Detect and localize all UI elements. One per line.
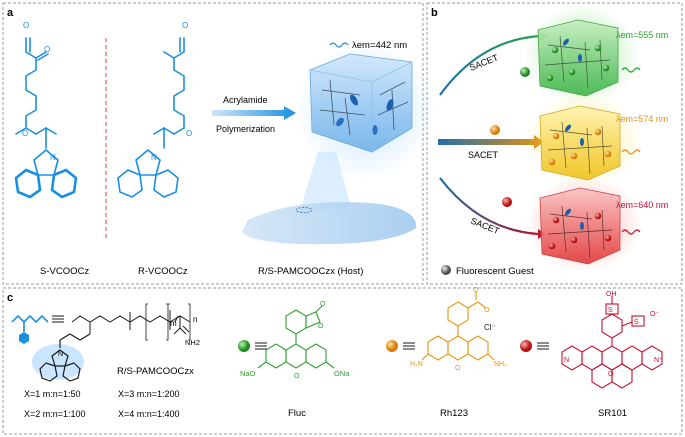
polymer-name: R/S-PAMCOOCzx (117, 366, 194, 377)
panel-b-label: b (431, 7, 438, 19)
amide-group: NH2 (185, 338, 200, 347)
s-o-label: O (22, 129, 28, 138)
fluc-o-bridge: O (294, 373, 300, 380)
green-hydrogel-cube (524, 5, 640, 105)
fluc-structure (257, 305, 335, 369)
s-ester-oxygen: O (44, 45, 50, 54)
r-vcoocz-structure (117, 37, 185, 198)
fluc-o-lactone: O (318, 323, 324, 330)
sacet-label-orange: SACET (468, 150, 499, 160)
sr101-ball (520, 340, 532, 352)
orange-emission-wave (621, 149, 641, 155)
rh123-equiv-sign (403, 342, 415, 350)
polymer-carbazole (32, 333, 91, 382)
rh123-structure (421, 292, 495, 361)
m-subscript: m (170, 319, 177, 328)
hydrogel-film (242, 152, 417, 245)
guest-legend-ball (441, 265, 451, 275)
guest-legend-label: Fluorescent Guest (456, 266, 534, 277)
sr-s-top: S (608, 307, 613, 314)
polymer-structure (71, 303, 191, 341)
polymerization-arrow (212, 106, 296, 120)
rh-nh2: NH₂ (494, 361, 507, 368)
rh-o-carbonyl: O (473, 287, 479, 294)
host-hydrogel-cube (295, 40, 435, 180)
orange-guest-ball (490, 125, 500, 135)
sr101-structure (561, 296, 663, 389)
sacet-arrow-red (439, 177, 539, 236)
host-emission-label: λem=442 nm (352, 40, 407, 51)
fluc-naO-left: NaO (240, 369, 256, 378)
sacet-arrow-green (439, 34, 541, 96)
rh-h2n: H₂N (410, 361, 423, 368)
red-guest-ball (502, 197, 512, 207)
rh123-ball (386, 340, 398, 352)
sacet-arrow-orange (438, 135, 544, 149)
fluc-ball (238, 340, 250, 352)
fluc-equiv-sign (255, 342, 267, 350)
red-hydrogel-cube (526, 176, 642, 272)
s-vcoocz-structure (14, 37, 78, 199)
r-oxygen-label: O (182, 21, 188, 30)
panel-c-border (2, 287, 683, 435)
polymer-chain-symbol (11, 314, 64, 344)
sr-o-minus: O⁻ (650, 311, 659, 318)
green-emission-label: λem=555 nm (616, 30, 668, 40)
ratio-x4: X=4 m:n=1:400 (118, 409, 180, 419)
host-name: R/S-PAMCOOCzx (Host) (258, 266, 363, 277)
sacet-label-green: SACET (468, 52, 500, 73)
n-subscript: n (193, 315, 197, 324)
panel-c-label: c (7, 292, 13, 304)
panel-a-label: a (7, 7, 14, 19)
s-oxygen-label: O (23, 21, 29, 30)
polymer-n-label: N (58, 351, 63, 358)
ratio-x1: X=1 m:n=1:50 (24, 389, 81, 399)
s-monomer-name: S-VCOOCz (40, 266, 89, 277)
green-emission-wave (621, 67, 641, 73)
sr-n-left: N (564, 357, 569, 364)
red-emission-label: λem=640 nm (616, 200, 668, 210)
sr-n-right: N⁺ (654, 357, 663, 364)
rh123-name: Rh123 (440, 408, 468, 419)
ratio-x3: X=3 m:n=1:200 (118, 389, 180, 399)
fluc-o-carbonyl: O (320, 301, 326, 308)
sr-o-bridge: O (608, 371, 614, 378)
yellow-emission-label: λem=574 nm (616, 114, 668, 124)
rh-chloride: Cl⁻ (484, 323, 496, 332)
s-nitrogen: N (50, 153, 56, 162)
red-emission-wave (621, 229, 641, 235)
panel-b-border (426, 2, 683, 285)
sr-s-side: S (634, 319, 639, 326)
rh-o-ester: O (484, 307, 490, 314)
arrow-top-label: Acrylamide (223, 95, 268, 105)
rh-o-bridge: O (455, 365, 461, 372)
fluc-ona-right: ONa (334, 369, 350, 378)
sr101-equiv-sign (537, 342, 549, 350)
r-nitrogen: N (151, 153, 157, 162)
ratio-x2: X=2 m:n=1:100 (24, 409, 86, 419)
blue-emission-wave (329, 42, 349, 48)
r-o-label: O (186, 129, 192, 138)
sr101-name: SR101 (598, 408, 627, 419)
r-monomer-name: R-VCOOCz (138, 266, 188, 277)
arrow-bottom-label: Polymerization (216, 124, 275, 134)
sr-oh: OH (606, 291, 617, 298)
yellow-hydrogel-cube (526, 92, 642, 188)
fluc-name: Fluc (288, 408, 306, 419)
